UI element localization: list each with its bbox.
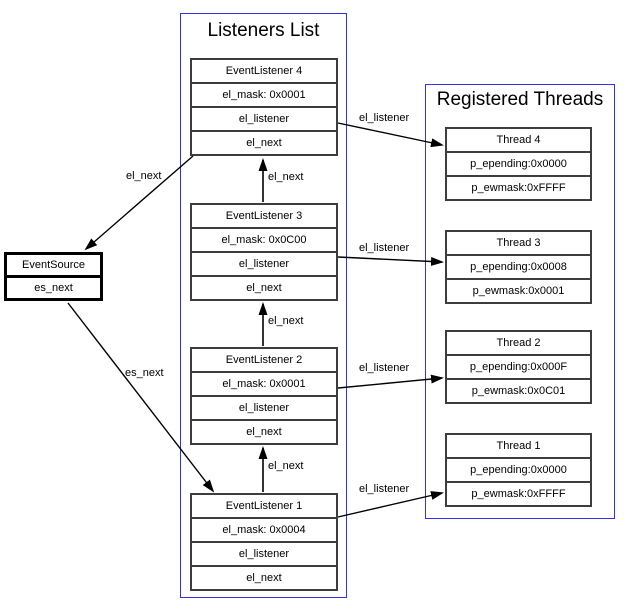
event-listener-4-el-next: el_next: [192, 132, 336, 154]
listeners-list-container: [180, 13, 347, 598]
thread-3-box: Thread 3 p_epending:0x0008 p_ewmask:0x00…: [445, 230, 592, 304]
thread-2-box: Thread 2 p_epending:0x000F p_ewmask:0x0C…: [445, 330, 592, 404]
thread-1-p-epending: p_epending:0x0000: [447, 459, 590, 483]
event-listener-3-el-mask: el_mask: 0x0C00: [192, 229, 336, 253]
thread-1-title: Thread 1: [447, 435, 590, 459]
listeners-list-title: Listeners List: [207, 20, 320, 41]
thread-1-p-ewmask: p_ewmask:0xFFFF: [447, 483, 590, 505]
arrow-label-el-listener-thread3: el_listener: [359, 242, 410, 254]
thread-2-title: Thread 2: [447, 332, 590, 356]
event-listener-2-el-listener: el_listener: [192, 397, 336, 421]
event-source-title: EventSource: [7, 255, 100, 278]
arrow-el-next-el4-to-eventsource: [84, 155, 194, 251]
thread-4-box: Thread 4 p_epending:0x0000 p_ewmask:0xFF…: [445, 127, 592, 201]
arrow-label-el-next-el3-to-el4: el_next: [268, 171, 304, 183]
thread-3-title: Thread 3: [447, 232, 590, 256]
event-listener-2-el-mask: el_mask: 0x0001: [192, 373, 336, 397]
arrow-label-el-next-el4-to-eventsource: el_next: [126, 170, 162, 182]
arrow-el-listener-el3-to-thread3: [337, 256, 444, 266]
thread-3-p-epending: p_epending:0x0008: [447, 256, 590, 280]
event-listener-3-box: EventListener 3 el_mask: 0x0C00 el_liste…: [190, 203, 338, 301]
arrow-label-el-next-el1-to-el2: el_next: [268, 460, 304, 472]
event-listener-2-el-next: el_next: [192, 421, 336, 443]
arrow-label-el-listener-thread2: el_listener: [359, 362, 410, 374]
event-listener-1-box: EventListener 1 el_mask: 0x0004 el_liste…: [190, 493, 338, 591]
event-listener-3-el-listener: el_listener: [192, 253, 336, 277]
event-listener-1-el-listener: el_listener: [192, 543, 336, 567]
thread-3-p-ewmask: p_ewmask:0x0001: [447, 280, 590, 302]
event-source-box: EventSource es_next: [4, 252, 103, 301]
registered-threads-container: [425, 84, 615, 519]
event-listener-4-el-listener: el_listener: [192, 108, 336, 132]
event-listener-4-title: EventListener 4: [192, 60, 336, 84]
event-listener-1-el-mask: el_mask: 0x0004: [192, 519, 336, 543]
event-listener-1-el-next: el_next: [192, 567, 336, 589]
thread-2-p-ewmask: p_ewmask:0x0C01: [447, 380, 590, 402]
thread-4-p-epending: p_epending:0x0000: [447, 153, 590, 177]
thread-4-p-ewmask: p_ewmask:0xFFFF: [447, 177, 590, 199]
thread-4-title: Thread 4: [447, 129, 590, 153]
thread-2-p-epending: p_epending:0x000F: [447, 356, 590, 380]
event-source-es-next-field: es_next: [7, 278, 100, 298]
thread-1-box: Thread 1 p_epending:0x0000 p_ewmask:0xFF…: [445, 433, 592, 507]
event-listener-1-title: EventListener 1: [192, 495, 336, 519]
event-listener-2-box: EventListener 2 el_mask: 0x0001 el_liste…: [190, 347, 338, 445]
arrow-el-listener-el2-to-thread2: [337, 374, 444, 389]
arrow-label-el-listener-thread4: el_listener: [359, 112, 410, 124]
arrow-label-es-next: es_next: [125, 367, 164, 379]
event-listener-4-box: EventListener 4 el_mask: 0x0001 el_liste…: [190, 58, 338, 156]
arrow-el-listener-el4-to-thread4: [337, 122, 444, 148]
arrow-es-next-eventsource-to-el1: [67, 302, 215, 493]
arrow-label-el-next-el2-to-el3: el_next: [268, 315, 304, 327]
event-listener-3-title: EventListener 3: [192, 205, 336, 229]
event-listener-3-el-next: el_next: [192, 277, 336, 299]
event-listener-2-title: EventListener 2: [192, 349, 336, 373]
event-listener-4-el-mask: el_mask: 0x0001: [192, 84, 336, 108]
arrow-el-listener-el1-to-thread1: [337, 491, 444, 518]
registered-threads-title: Registered Threads: [436, 89, 604, 110]
arrow-label-el-listener-thread1: el_listener: [359, 483, 410, 495]
